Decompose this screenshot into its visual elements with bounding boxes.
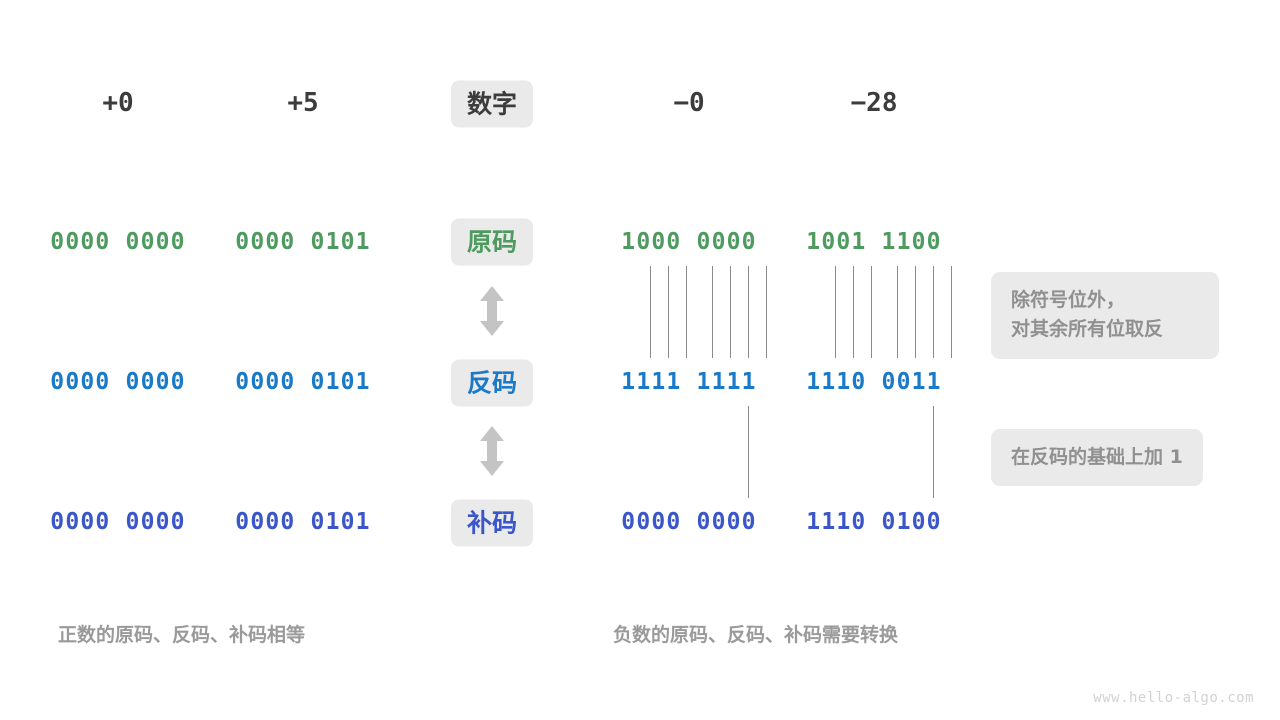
row-label-header-number: 数字 (450, 80, 534, 128)
caption-positive-numbers: 正数的原码、反码、补码相等 (58, 624, 306, 646)
bits-sign-magnitude-negative-zero: 1000 0000 (621, 229, 757, 255)
connector-line (766, 266, 767, 358)
watermark-site-url: www.hello-algo.com (1093, 690, 1254, 706)
connector-line (951, 266, 952, 358)
connector-line (650, 266, 651, 358)
connector-line (835, 266, 836, 358)
column-header-negative-twenty-eight: −28 (850, 88, 898, 118)
connector-line (897, 266, 898, 358)
column-header-negative-zero: −0 (673, 88, 705, 118)
arrow-ones-complement-to-twos-complement-icon (477, 424, 507, 482)
note-add-one-to-ones-complement: 在反码的基础上加 1 (991, 429, 1203, 487)
bits-twos-complement-positive-five: 0000 0101 (235, 509, 371, 535)
connector-line-carry (933, 406, 934, 498)
connector-line-carry (748, 406, 749, 498)
connector-line (668, 266, 669, 358)
caption-negative-numbers: 负数的原码、反码、补码需要转换 (613, 624, 899, 646)
arrow-sign-magnitude-to-ones-complement-icon (477, 284, 507, 342)
row-label-sign-magnitude: 原码 (450, 218, 534, 266)
bits-sign-magnitude-negative-twenty-eight: 1001 1100 (806, 229, 942, 255)
column-header-positive-zero: +0 (102, 88, 134, 118)
bits-ones-complement-positive-five: 0000 0101 (235, 369, 371, 395)
connector-line (730, 266, 731, 358)
row-label-twos-complement: 补码 (450, 499, 534, 547)
bits-sign-magnitude-positive-five: 0000 0101 (235, 229, 371, 255)
bits-ones-complement-positive-zero: 0000 0000 (50, 369, 186, 395)
bits-ones-complement-negative-twenty-eight: 1110 0011 (806, 369, 942, 395)
row-label-ones-complement: 反码 (450, 359, 534, 407)
connector-line (933, 266, 934, 358)
bits-twos-complement-negative-zero: 0000 0000 (621, 509, 757, 535)
connector-line (686, 266, 687, 358)
connector-line (748, 266, 749, 358)
bits-twos-complement-negative-twenty-eight: 1110 0100 (806, 509, 942, 535)
column-header-positive-five: +5 (287, 88, 319, 118)
bits-ones-complement-negative-zero: 1111 1111 (621, 369, 757, 395)
connector-line (853, 266, 854, 358)
connector-line (712, 266, 713, 358)
connector-line (915, 266, 916, 358)
connector-line (871, 266, 872, 358)
bits-twos-complement-positive-zero: 0000 0000 (50, 509, 186, 535)
note-invert-non-sign-bits: 除符号位外， 对其余所有位取反 (991, 272, 1219, 359)
bits-sign-magnitude-positive-zero: 0000 0000 (50, 229, 186, 255)
